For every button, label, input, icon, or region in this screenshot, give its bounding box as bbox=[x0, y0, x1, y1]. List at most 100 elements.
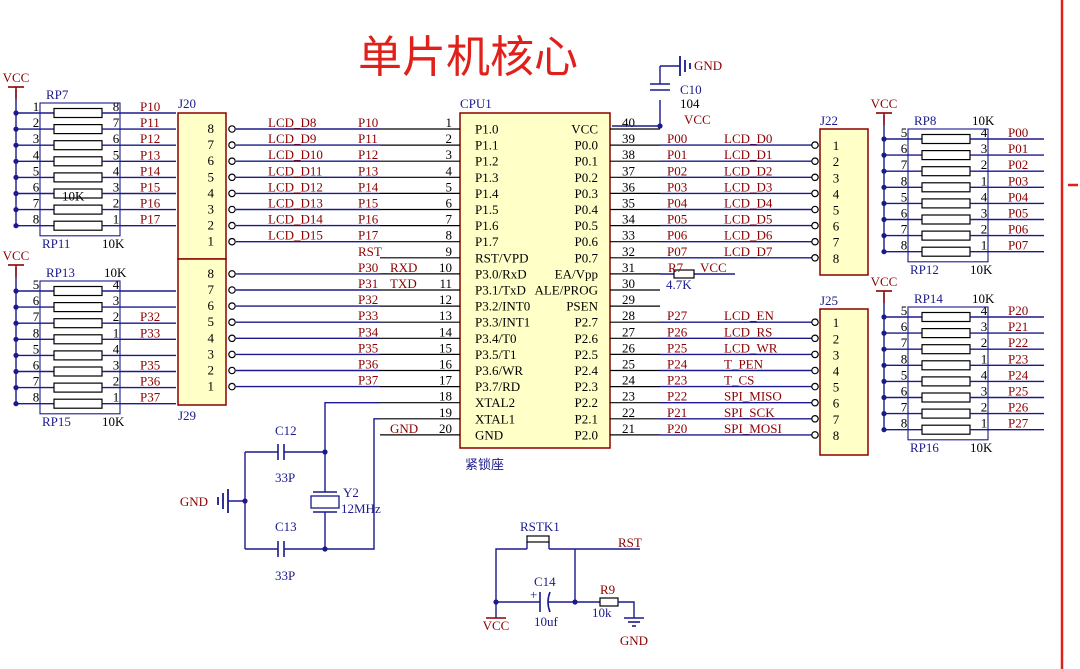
j20-pin-number: 5 bbox=[208, 169, 215, 184]
j-pin-circle bbox=[811, 253, 819, 262]
rp-pin-number: 2 bbox=[113, 196, 120, 211]
net-label: P34 bbox=[358, 324, 379, 339]
cpu-pin-name: RST/VPD bbox=[475, 250, 528, 265]
cpu-chip bbox=[459, 112, 611, 449]
rp-pin-number: 7 bbox=[113, 115, 120, 130]
rp-pin-number: 1 bbox=[113, 325, 120, 340]
rp-pin-number: 5 bbox=[901, 367, 908, 382]
j25-pin-number: 7 bbox=[833, 412, 840, 427]
cpu-pin-number: 28 bbox=[622, 308, 635, 323]
cpu-pin-name: P1.0 bbox=[475, 122, 498, 137]
rp-pin-number: 8 bbox=[33, 212, 40, 227]
cpu-pin-number: 21 bbox=[622, 421, 635, 436]
j29-pin-circle bbox=[228, 286, 236, 294]
rp-outline bbox=[907, 128, 989, 263]
j-pin-circle bbox=[811, 366, 819, 375]
lcd-net-label: SPI_MOSI bbox=[724, 421, 782, 436]
net-label: P30 bbox=[358, 260, 378, 275]
resistor-element bbox=[53, 172, 103, 183]
cpu-pin-number: 7 bbox=[446, 212, 453, 227]
lcd-net-label: LCD_D10 bbox=[268, 147, 323, 162]
cpu-pin-name: P2.3 bbox=[575, 379, 598, 394]
resistor-element bbox=[53, 350, 103, 361]
cpu-pin-name: P2.6 bbox=[575, 331, 599, 346]
net-label: P14 bbox=[358, 179, 379, 194]
reset-key bbox=[526, 535, 550, 543]
rp-outline bbox=[907, 306, 989, 441]
lcd-net-label: LCD_D14 bbox=[268, 212, 323, 227]
rp-pin-number: 4 bbox=[113, 341, 120, 356]
rp-net-label: P03 bbox=[1008, 173, 1028, 188]
j-pin-circle bbox=[811, 431, 819, 439]
c12-ref: C12 bbox=[275, 423, 297, 438]
cpu-pin-name: P3.5/T1 bbox=[475, 347, 517, 362]
cpu-pin-number: 33 bbox=[622, 228, 635, 243]
cpu-pin-number: 5 bbox=[446, 179, 453, 194]
rp-net-label: P16 bbox=[140, 196, 161, 211]
net-label-extra: RXD bbox=[390, 260, 417, 275]
rp-net-label: P37 bbox=[140, 390, 161, 405]
net-label: P22 bbox=[667, 389, 687, 404]
cpu-pin-number: 17 bbox=[439, 373, 453, 388]
cpu-pin-name: ALE/PROG bbox=[534, 283, 598, 298]
rp-pin-number: 3 bbox=[981, 141, 988, 156]
rp-ref2: RP16 bbox=[910, 440, 939, 455]
net-label: P21 bbox=[667, 405, 687, 420]
rp-pin-number: 6 bbox=[901, 384, 908, 399]
j20-pin-number: 4 bbox=[208, 185, 215, 200]
rp-pin-number: 2 bbox=[981, 335, 988, 350]
rp-value: 10K bbox=[102, 414, 125, 429]
net-label: P35 bbox=[358, 340, 378, 355]
cpu-pin-name: P2.0 bbox=[575, 427, 598, 442]
net-label: P31 bbox=[358, 276, 378, 291]
cpu-pin-number: 35 bbox=[622, 196, 635, 211]
cpu-pin-number: 13 bbox=[439, 308, 452, 323]
vcc-net-label: VCC bbox=[684, 112, 711, 127]
rp-net-label: P05 bbox=[1008, 206, 1028, 221]
j-pin-circle bbox=[811, 414, 819, 423]
rp-ref: RP7 bbox=[46, 87, 69, 102]
j29-pin-circle bbox=[228, 270, 236, 278]
crystal-body bbox=[310, 495, 340, 509]
cpu-pin-number: 18 bbox=[439, 389, 452, 404]
lcd-net-label: LCD_D2 bbox=[724, 163, 772, 178]
vcc-label: VCC bbox=[871, 96, 898, 111]
net-label: GND bbox=[390, 421, 418, 436]
rp-pin-number: 3 bbox=[113, 180, 120, 195]
net-label: P01 bbox=[667, 147, 687, 162]
net-label: P06 bbox=[667, 228, 688, 243]
vcc-label: VCC bbox=[3, 70, 30, 85]
net-label: P23 bbox=[667, 373, 687, 388]
rp-pin-number: 1 bbox=[33, 99, 40, 114]
j-pin-circle bbox=[811, 382, 819, 391]
j29-pin-circle bbox=[228, 350, 236, 359]
rp-pin-number: 7 bbox=[901, 335, 908, 350]
rp-net-label: P14 bbox=[140, 163, 161, 178]
rp-ref2: RP12 bbox=[910, 262, 939, 277]
gnd-label: GND bbox=[620, 633, 648, 648]
cpu-pin-name: EA/Vpp bbox=[555, 266, 598, 281]
rp-pin-number: 5 bbox=[901, 303, 908, 318]
rp-net-label: P00 bbox=[1008, 125, 1028, 140]
rp-pin-number: 7 bbox=[33, 374, 40, 389]
net-label: RST bbox=[358, 244, 382, 259]
cpu-pin-number: 38 bbox=[622, 147, 635, 162]
cpu-pin-name: P3.4/T0 bbox=[475, 331, 517, 346]
rp-value: 10K bbox=[102, 236, 125, 251]
rp-pin-number: 7 bbox=[901, 400, 908, 415]
junction-dot bbox=[657, 123, 663, 129]
net-label: P10 bbox=[358, 115, 378, 130]
rp-net-label: P20 bbox=[1008, 303, 1028, 318]
lcd-net-label: T_CS bbox=[724, 373, 754, 388]
c13-ref: C13 bbox=[275, 519, 297, 534]
j-pin-circle bbox=[811, 141, 819, 149]
resistor-element bbox=[921, 311, 971, 323]
r9-ref: R9 bbox=[600, 582, 615, 597]
cpu-pin-name: P2.1 bbox=[575, 411, 598, 426]
cpu-pin-number: 14 bbox=[439, 324, 453, 339]
lcd-net-label: LCD_D4 bbox=[724, 196, 773, 211]
gnd-label: GND bbox=[694, 58, 722, 73]
rst-net-label: RST bbox=[618, 535, 642, 550]
cpu-pin-name: XTAL2 bbox=[475, 395, 515, 410]
cpu-pin-name: P2.7 bbox=[575, 315, 599, 330]
